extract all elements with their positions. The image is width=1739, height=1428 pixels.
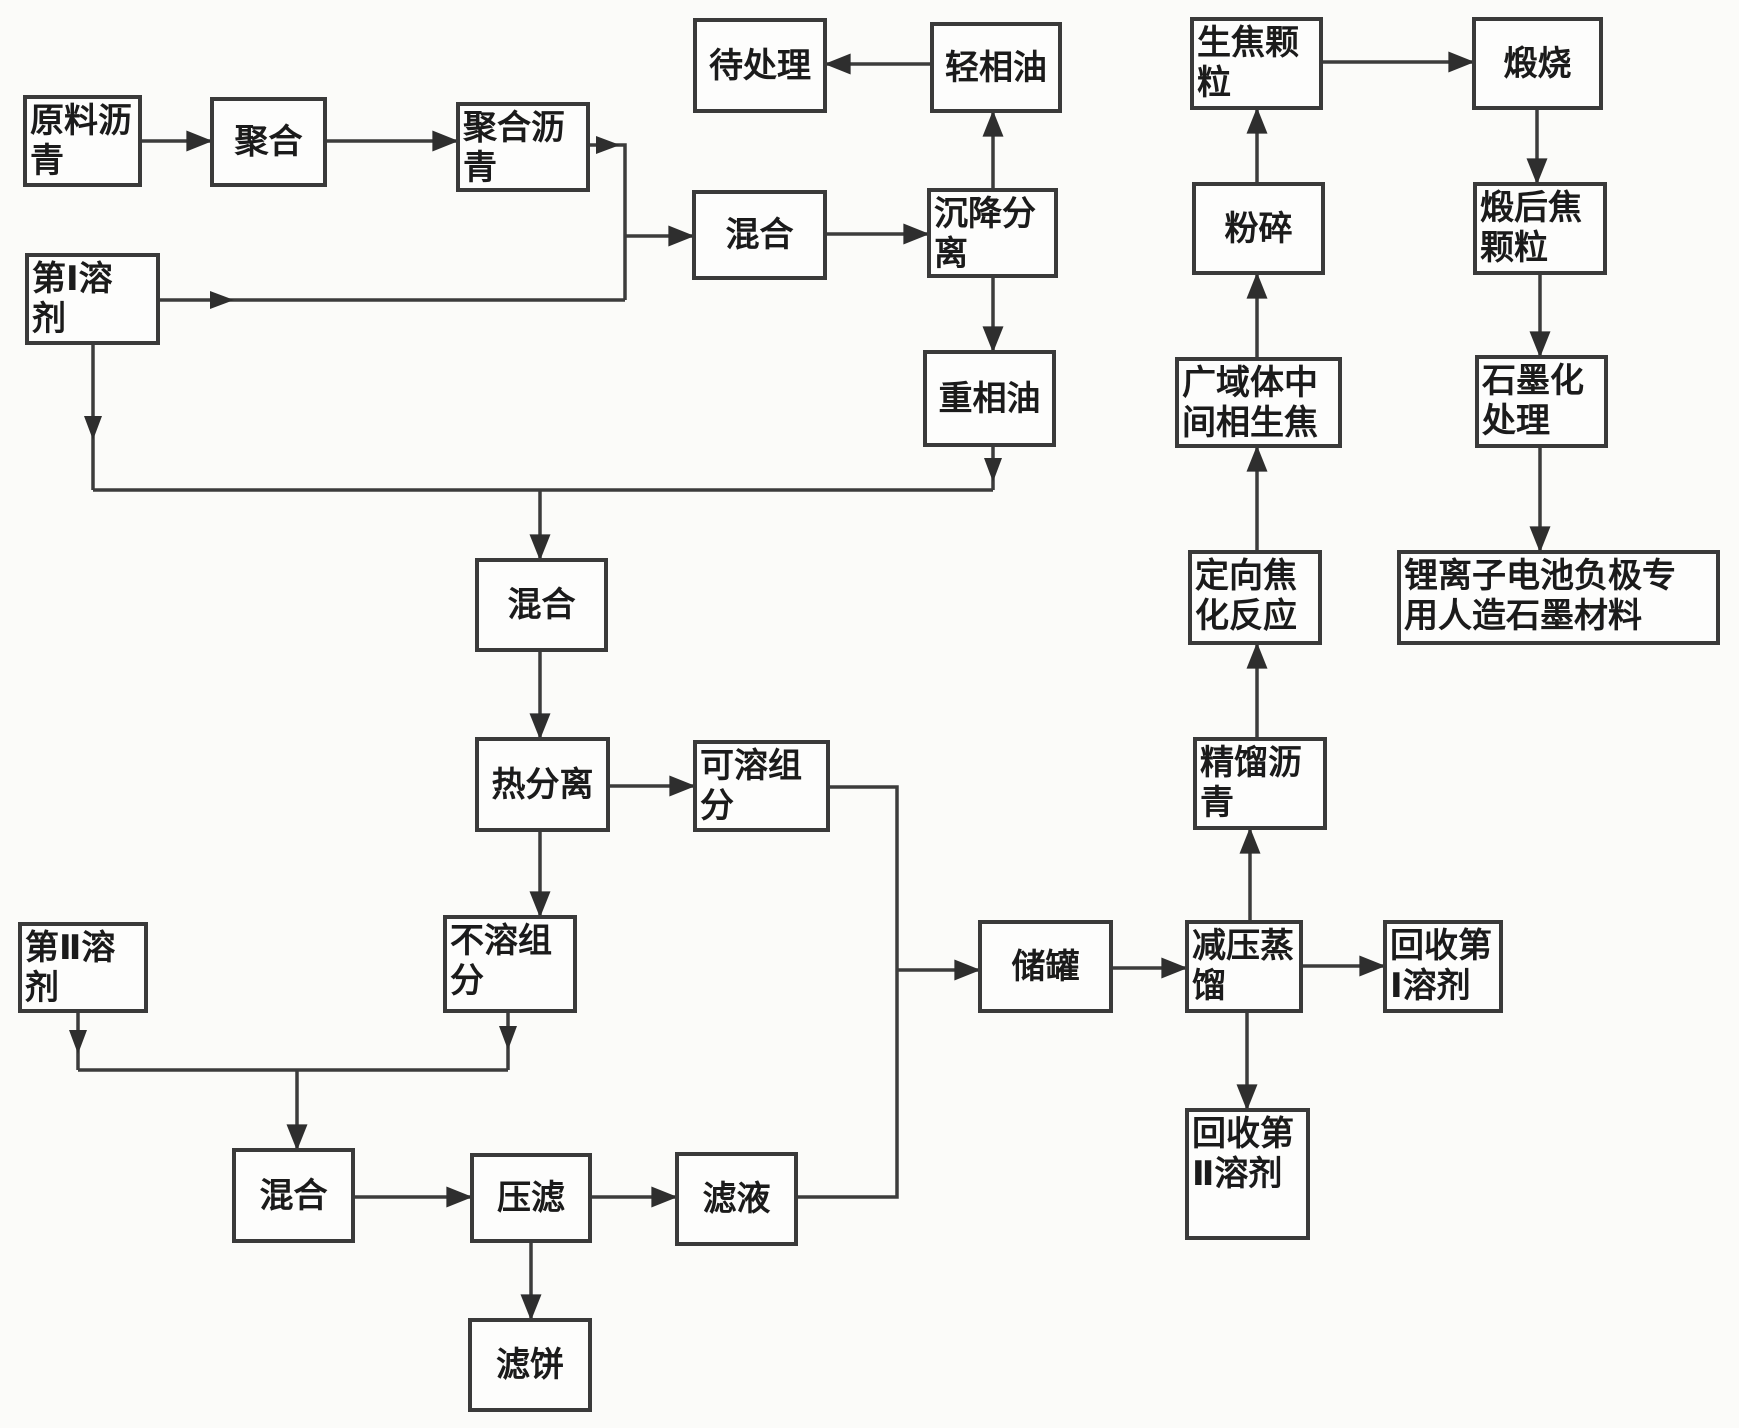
edge-filtrate-riser (798, 970, 899, 1199)
node-insoluble-fraction: 不溶组 分 (443, 915, 577, 1013)
node-settling-separation: 沉降分 离 (927, 188, 1058, 278)
node-solvent-1: 第Ⅰ溶 剂 (25, 253, 160, 345)
node-press-filtration: 压滤 (470, 1153, 592, 1243)
node-vacuum-distillation: 减压蒸 馏 (1185, 920, 1303, 1013)
arrowhead-down (84, 416, 102, 440)
node-thermal-separation: 热分离 (475, 737, 610, 832)
arrowhead-right (210, 291, 234, 309)
mid-line-arrowheads (69, 136, 1002, 1054)
node-raw-material-pitch: 原料沥 青 (23, 95, 142, 187)
arrowhead-right (596, 136, 620, 154)
arrowhead-down (984, 458, 1002, 482)
node-solvent-2: 第Ⅱ溶 剂 (18, 922, 148, 1013)
node-directed-coking-reaction: 定向焦 化反应 (1188, 550, 1322, 645)
node-crushing: 粉碎 (1192, 182, 1325, 275)
node-heavy-phase-oil: 重相油 (923, 350, 1056, 447)
node-storage-tank: 储罐 (978, 920, 1113, 1013)
node-to-be-treated: 待处理 (693, 18, 827, 113)
arrowhead-down (69, 1030, 87, 1054)
node-filtrate: 滤液 (675, 1152, 798, 1246)
node-green-coke-particles: 生焦颗 粒 (1190, 17, 1323, 110)
node-mixing-2: 混合 (475, 558, 608, 652)
node-polymerized-pitch: 聚合沥 青 (456, 102, 590, 192)
node-calcined-coke-particles: 煅后焦 颗粒 (1473, 182, 1607, 275)
edge-soluble-riser (830, 785, 899, 970)
node-refined-pitch: 精馏沥 青 (1193, 737, 1327, 830)
node-final-product: 锂离子电池负极专 用人造石墨材料 (1397, 550, 1720, 645)
node-graphitization-treatment: 石墨化 处理 (1475, 355, 1608, 448)
node-mixing-3: 混合 (232, 1148, 355, 1243)
edge-polypitch-junction (590, 143, 627, 300)
node-polymerization: 聚合 (210, 97, 327, 187)
node-recovered-solvent-2: 回收第 Ⅱ溶剂 (1185, 1108, 1310, 1240)
node-wide-region-mesophase-green-coke: 广域体中 间相生焦 (1175, 357, 1342, 448)
node-filter-cake: 滤饼 (468, 1318, 592, 1412)
node-calcination: 煅烧 (1472, 17, 1603, 110)
node-soluble-fraction: 可溶组 分 (693, 740, 830, 832)
node-mixing-1: 混合 (692, 190, 827, 280)
node-recovered-solvent-1: 回收第 Ⅰ溶剂 (1383, 920, 1503, 1013)
arrowhead-down (499, 1026, 517, 1050)
node-light-phase-oil: 轻相油 (930, 22, 1062, 113)
